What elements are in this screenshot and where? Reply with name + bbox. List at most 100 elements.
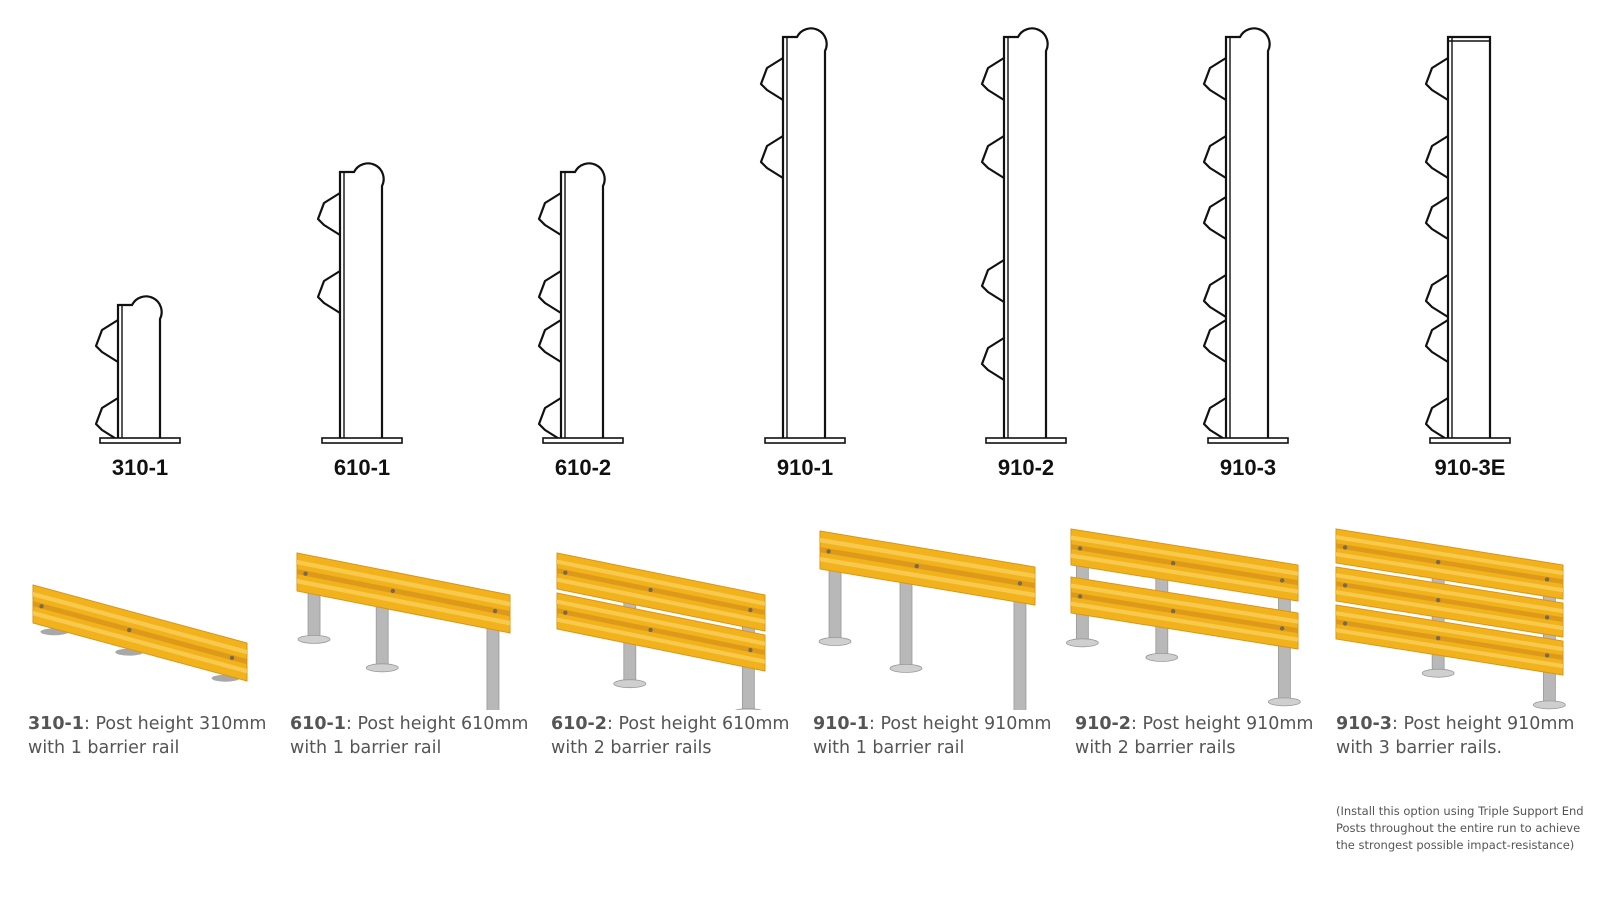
post-body	[1446, 35, 1492, 442]
rail-bolt	[39, 604, 44, 609]
post-body	[559, 162, 606, 442]
post-fin	[759, 57, 784, 101]
installation-note: (Install this option using Triple Suppor…	[1336, 804, 1584, 852]
caption-code: 610-1	[290, 714, 346, 734]
post-base-plate	[1429, 437, 1511, 444]
barrier-rail	[1335, 604, 1564, 676]
barrier-910-2	[1065, 528, 1301, 707]
post-base-plate	[1207, 437, 1289, 444]
barrier-910-3	[1335, 528, 1566, 710]
barrier-rail	[32, 584, 248, 682]
post-label-910-3E: 910-3E	[1434, 455, 1506, 480]
post-fin	[980, 337, 1005, 381]
rail-bolt	[748, 647, 753, 653]
post-profile-910-1	[759, 27, 846, 444]
rail-bolt	[1435, 598, 1441, 603]
post-body	[116, 295, 163, 442]
rail-bolt	[1342, 545, 1348, 550]
post-fin	[980, 135, 1005, 179]
caption-text: : Post height 610mm	[606, 714, 790, 734]
caption-text: : Post height 910mm	[1391, 714, 1575, 734]
caption-text: : Post height 310mm	[83, 714, 267, 734]
post-foot-plate	[889, 663, 923, 673]
caption-910-1: 910-1: Post height 910mm with 1 barrier …	[813, 712, 1058, 760]
post-profile-910-3E	[1424, 35, 1511, 444]
barrier-rail	[819, 530, 1036, 606]
rail-bolt	[127, 627, 132, 633]
barrier-rail	[296, 552, 511, 634]
caption-910-3: 910-3: Post height 910mm with 3 barrier …	[1336, 712, 1581, 760]
post-base-plate	[764, 437, 846, 444]
caption-code: 910-3	[1336, 714, 1392, 734]
post-foot-plate	[818, 637, 852, 646]
barrier-rail	[1070, 528, 1299, 602]
caption-text: : Post height 610mm	[345, 714, 529, 734]
post-foot-plate	[1065, 638, 1099, 648]
post-profile-610-1	[316, 162, 403, 444]
post-fin	[537, 192, 562, 236]
rail-bolt	[563, 570, 568, 575]
rail-bolt	[390, 588, 396, 594]
barrier-310-1	[32, 584, 248, 682]
post-foot-plate	[1267, 697, 1301, 707]
barrier-rail	[556, 592, 766, 672]
post-fin	[94, 319, 119, 363]
post-fin	[1424, 196, 1449, 240]
rail-bolt	[1279, 626, 1285, 631]
post-fin	[1202, 135, 1227, 179]
rail-bolt	[1435, 560, 1441, 565]
caption-910-2: 910-2: Post height 910mm with 2 barrier …	[1075, 712, 1320, 760]
post-profile-910-3	[1202, 27, 1289, 444]
post-profile-310-1	[94, 295, 181, 444]
post-label-610-1: 610-1	[333, 455, 391, 480]
post-fin	[980, 259, 1005, 303]
post-label-310-1: 310-1	[111, 455, 169, 480]
barrier-rail	[556, 552, 766, 632]
post-foot-plate	[297, 634, 331, 644]
barrier-illustrations	[32, 528, 1566, 710]
post-foot-plate	[613, 679, 647, 689]
rail-bolt	[1342, 621, 1348, 626]
post-base-plate	[99, 437, 181, 444]
post-body	[1224, 27, 1271, 442]
post-foot-plate	[735, 708, 762, 710]
caption-rails: with 1 barrier rail	[813, 738, 965, 758]
post-fin	[1202, 57, 1227, 101]
rail-bolt	[648, 627, 653, 633]
caption-310-1: 310-1: Post height 310mm with 1 barrier …	[28, 712, 273, 760]
post-fin	[316, 192, 341, 236]
rail-bolt	[1077, 546, 1083, 551]
post-fin	[980, 57, 1005, 101]
post-fin	[537, 397, 562, 441]
post-fin	[1424, 274, 1449, 318]
caption-rails: with 2 barrier rails	[551, 738, 712, 758]
rail-bolt	[1279, 578, 1285, 583]
rail-bolt	[303, 571, 308, 576]
post-fin	[759, 135, 784, 179]
barrier-910-1	[818, 530, 1036, 710]
post-fin	[1424, 57, 1449, 101]
rail-bolt	[1544, 653, 1550, 658]
rail-bolt	[914, 564, 919, 569]
caption-rails: with 3 barrier rails.	[1336, 738, 1503, 758]
caption-rails: with 1 barrier rail	[28, 738, 180, 758]
post-fin	[1202, 274, 1227, 318]
rail-bolt	[1170, 561, 1176, 566]
caption-610-2: 610-2: Post height 610mm with 2 barrier …	[551, 712, 796, 760]
rail-bolt	[563, 610, 568, 615]
caption-code: 910-1	[813, 714, 869, 734]
caption-rails: with 1 barrier rail	[290, 738, 442, 758]
caption-text: : Post height 910mm	[868, 714, 1052, 734]
barrier-rail	[1335, 566, 1564, 638]
barrier-rail	[1070, 576, 1299, 650]
rail-bolt	[1544, 615, 1550, 620]
caption-rails: with 2 barrier rails	[1075, 738, 1236, 758]
caption-text: : Post height 910mm	[1130, 714, 1314, 734]
post-fin	[537, 319, 562, 363]
post-foot-plate	[365, 663, 399, 673]
post-body	[338, 162, 385, 442]
caption-code: 610-2	[551, 714, 607, 734]
rail-bolt	[1170, 609, 1176, 614]
post-profile-610-2	[537, 162, 624, 444]
post-fin	[537, 270, 562, 314]
